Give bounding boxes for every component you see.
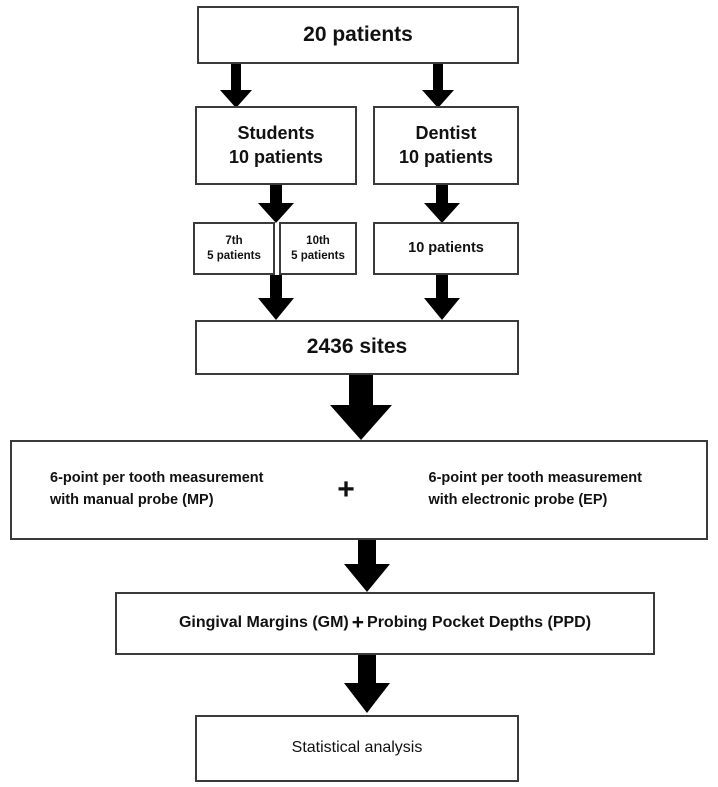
node-statistical-analysis: Statistical analysis <box>195 715 519 782</box>
arrow-top-to-students <box>220 64 252 108</box>
outcomes-plus-symbol: + <box>351 611 365 635</box>
node-20-patients-label: 20 patients <box>303 22 413 46</box>
node-7th-grade-label: 7th 5 patients <box>207 234 261 262</box>
node-dentist-10-patients-label: 10 patients <box>408 240 484 257</box>
arrow-outcomes-to-analysis <box>344 655 390 713</box>
node-2436-sites-label: 2436 sites <box>306 335 408 359</box>
node-10th-grade: 10th 5 patients <box>279 222 357 275</box>
node-measurement: 6-point per tooth measurement with manua… <box>10 440 708 540</box>
node-7th-grade: 7th 5 patients <box>193 222 275 275</box>
arrow-top-to-dentist <box>422 64 454 108</box>
node-20-patients: 20 patients <box>197 6 519 64</box>
arrow-grades-to-sites <box>258 275 294 320</box>
measurement-electronic-probe-text: 6-point per tooth measurement with elect… <box>428 470 643 508</box>
arrow-patients-to-sites <box>424 275 460 320</box>
node-statistical-analysis-label: Statistical analysis <box>291 739 423 757</box>
outcomes-gm-label: Gingival Margins (GM) <box>178 614 349 632</box>
arrow-measurement-to-outcomes <box>344 540 390 592</box>
measurement-plus-symbol: + <box>337 473 355 506</box>
outcomes-ppd-label: Probing Pocket Depths (PPD) <box>367 614 592 632</box>
node-students-label: Students 10 patients <box>228 123 324 167</box>
node-dentist-label: Dentist 10 patients <box>398 123 494 167</box>
node-dentist-10-patients: 10 patients <box>373 222 519 275</box>
measurement-manual-probe-text: 6-point per tooth measurement with manua… <box>50 470 264 508</box>
measurement-inner: 6-point per tooth measurement with manua… <box>12 468 706 512</box>
node-2436-sites: 2436 sites <box>195 320 519 375</box>
node-outcomes: Gingival Margins (GM) + Probing Pocket D… <box>115 592 655 655</box>
node-students: Students 10 patients <box>195 106 357 185</box>
node-10th-grade-label: 10th 5 patients <box>291 234 345 262</box>
arrow-sites-to-measurement <box>330 375 392 440</box>
node-dentist: Dentist 10 patients <box>373 106 519 185</box>
arrow-students-to-grades <box>258 185 294 223</box>
arrow-dentist-to-patients <box>424 185 460 223</box>
